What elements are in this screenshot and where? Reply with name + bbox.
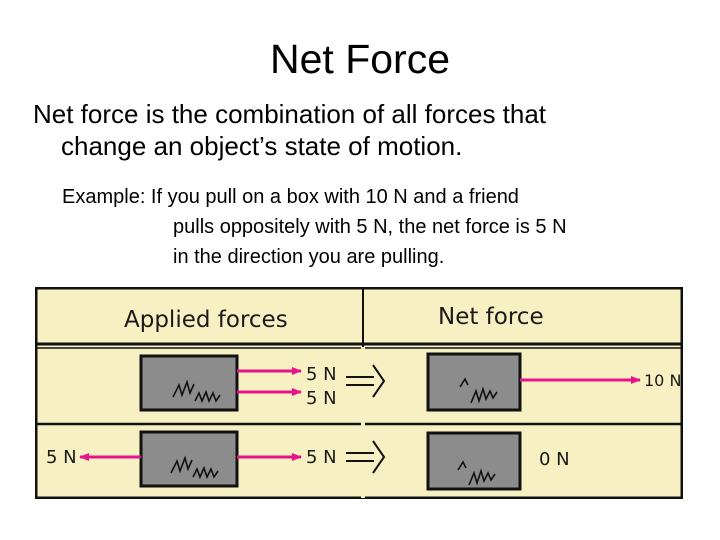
label-row1-net: 10 N xyxy=(644,371,681,390)
box-row2-net xyxy=(426,431,522,491)
box-scribble xyxy=(172,379,221,404)
equivalence-symbol-row2 xyxy=(346,440,386,474)
header-applied-forces: Applied forces xyxy=(124,307,288,333)
label-row1-force-b: 5 N xyxy=(306,388,337,409)
example-line-2: pulls oppositely with 5 N, the net force… xyxy=(173,216,567,238)
header-net-force: Net force xyxy=(438,304,544,330)
box-scribble xyxy=(459,377,498,404)
label-row2-net: 0 N xyxy=(539,449,570,470)
example-text: Example: If you pull on a box with 10 N … xyxy=(62,182,682,272)
definition-bullet: Net force is the combination of all forc… xyxy=(33,98,673,162)
definition-line-1: Net force is the combination of all forc… xyxy=(33,99,547,129)
label-row2-right-force: 5 N xyxy=(306,447,337,468)
slide-title: Net Force xyxy=(270,36,450,82)
box-scribble xyxy=(457,460,496,486)
label-row2-left-force: 5 N xyxy=(46,447,77,468)
box-row1-applied xyxy=(139,354,239,412)
force-diagram: Applied forces Net force 5 N 5 N 10 N 5 … xyxy=(35,287,683,499)
equivalence-symbol-row1 xyxy=(346,364,386,398)
example-line-1: Example: If you pull on a box with 10 N … xyxy=(62,186,519,208)
example-line-3: in the direction you are pulling. xyxy=(173,246,445,268)
box-row2-applied xyxy=(139,430,239,488)
box-scribble xyxy=(170,455,219,480)
box-row1-net xyxy=(426,352,522,412)
definition-line-2: change an object’s state of motion. xyxy=(61,131,463,161)
label-row1-force-a: 5 N xyxy=(306,364,337,385)
